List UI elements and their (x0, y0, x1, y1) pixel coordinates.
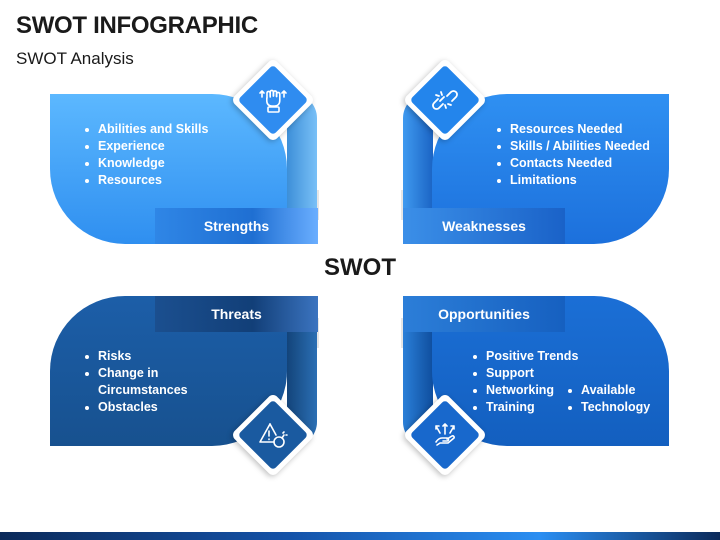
list-item: Available (568, 382, 650, 399)
bottom-accent-bar (0, 532, 720, 540)
list-item: Contacts Needed (497, 155, 650, 172)
weaknesses-list: Resources Needed Skills / Abilities Need… (497, 121, 650, 189)
list-item: Networking (473, 382, 578, 399)
list-item: Resources Needed (497, 121, 650, 138)
page-subtitle: SWOT Analysis (16, 49, 134, 68)
list-item: Change in Circumstances (85, 365, 205, 399)
weaknesses-label: Weaknesses (403, 208, 565, 244)
opportunities-list-col2: Available Technology (568, 382, 650, 416)
connector-line (401, 190, 404, 220)
broken-chain-icon (420, 75, 470, 125)
warning-bomb-icon (248, 410, 298, 460)
strengths-list: Abilities and Skills Experience Knowledg… (85, 121, 208, 189)
list-item: Experience (85, 138, 208, 155)
connector-line (316, 318, 319, 348)
raised-fist-icon (248, 75, 298, 125)
list-item: Technology (568, 399, 650, 416)
list-item: Knowledge (85, 155, 208, 172)
connector-line (316, 190, 319, 220)
threats-label: Threats (155, 296, 318, 332)
strengths-label: Strengths (155, 208, 318, 244)
center-label: SWOT (324, 254, 396, 281)
list-item: Training (473, 399, 578, 416)
list-item: Positive Trends (473, 348, 578, 365)
opportunities-label: Opportunities (403, 296, 565, 332)
list-item: Skills / Abilities Needed (497, 138, 650, 155)
hand-arrows-icon (420, 410, 470, 460)
threats-list: Risks Change in Circumstances Obstacles (85, 348, 205, 416)
page-title: SWOT INFOGRAPHIC (16, 12, 258, 39)
connector-line (401, 318, 404, 348)
list-item: Resources (85, 172, 208, 189)
list-item: Abilities and Skills (85, 121, 208, 138)
list-item: Obstacles (85, 399, 205, 416)
list-item: Limitations (497, 172, 650, 189)
list-item: Risks (85, 348, 205, 365)
opportunities-list: Positive Trends Support Networking Train… (473, 348, 578, 416)
list-item: Support (473, 365, 578, 382)
